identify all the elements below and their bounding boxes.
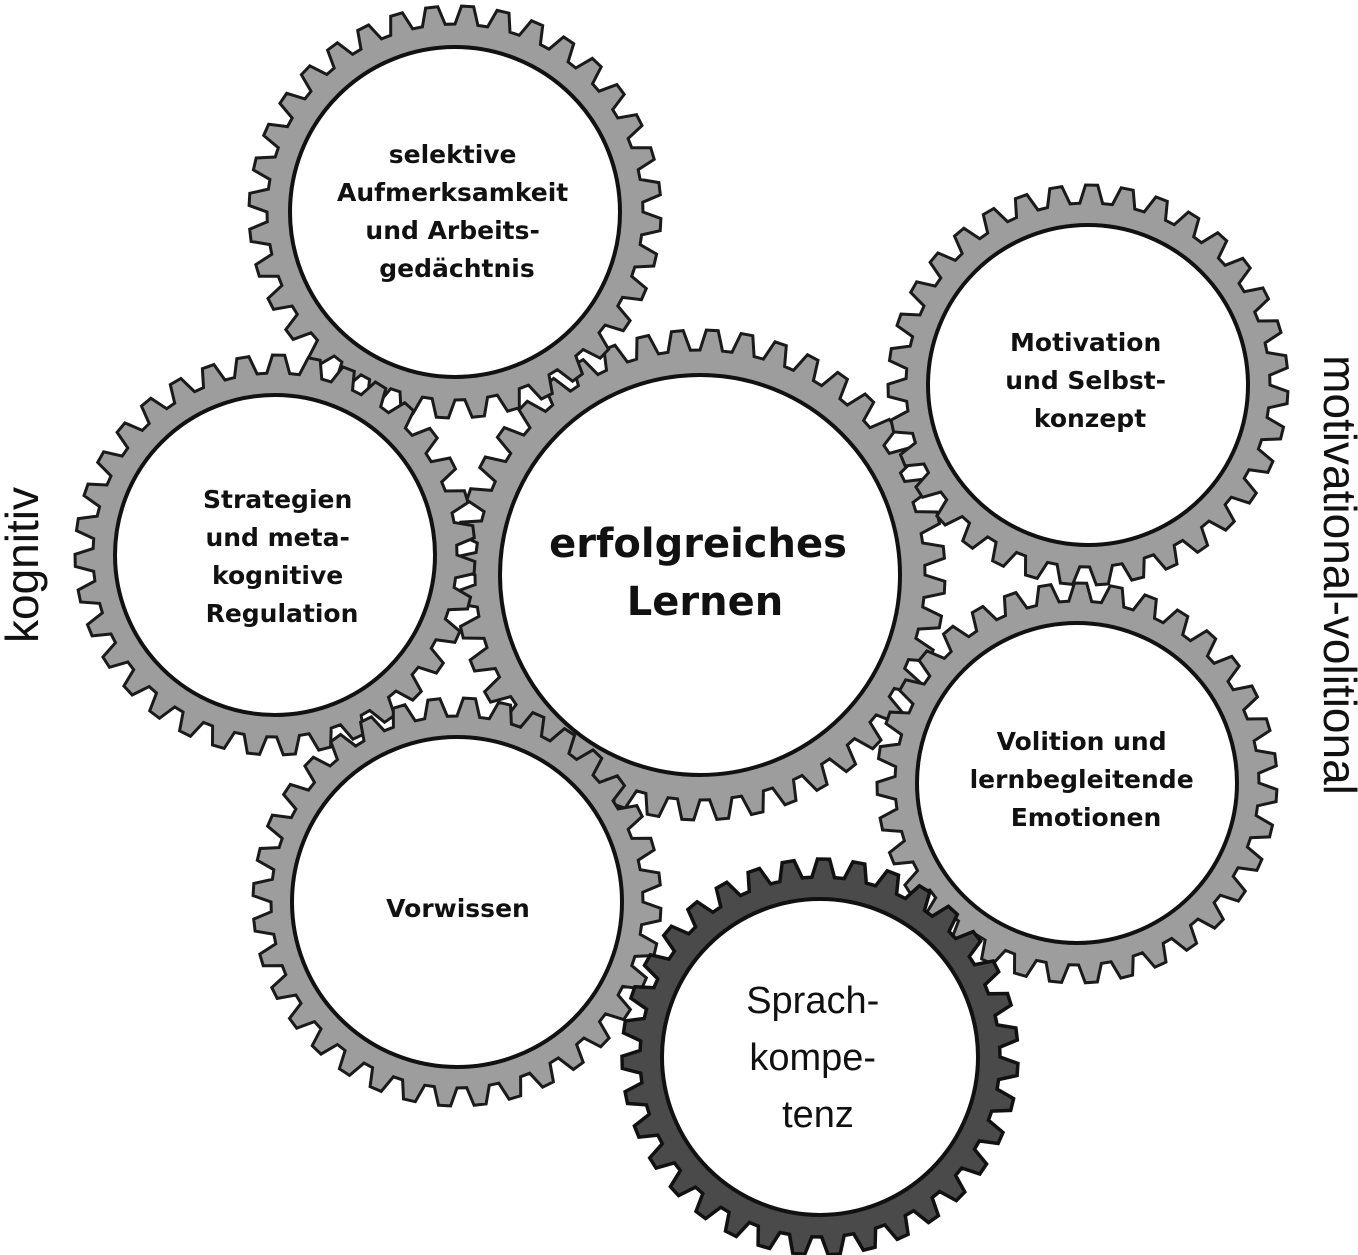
strategien-label-line: kognitive: [212, 561, 343, 590]
center-label-line: Lernen: [627, 579, 783, 625]
gear-face-motivation: [926, 223, 1250, 547]
sprachkompetenz-label-line: Sprach-: [746, 980, 879, 1022]
volition-label: Volition und lernbegleitende Emotionen: [970, 727, 1203, 832]
aufmerksamkeit-label-line: und Arbeits-: [365, 216, 540, 245]
gear-face-strategien: [113, 393, 437, 717]
sprachkompetenz-label-line: tenz: [782, 1094, 854, 1136]
strategien-label-line: Regulation: [206, 599, 359, 628]
strategien-label: Strategien und meta- kognitive Regulatio…: [203, 485, 361, 628]
gear-face-vorwissen: [290, 735, 624, 1069]
center-label-line: erfolgreiches: [549, 521, 847, 567]
strategien-label-line: Strategien: [203, 485, 352, 514]
motivation-label-line: Motivation: [1010, 328, 1161, 357]
gear-face-center: [498, 373, 902, 777]
strategien-label-line: und meta-: [205, 523, 349, 552]
motivation-label-line: und Selbst-: [1005, 366, 1166, 395]
gear-volition: Volition und lernbegleitende Emotionen: [875, 581, 1279, 985]
center-label: erfolgreiches Lernen: [549, 521, 861, 625]
gear-face-volition: [915, 621, 1239, 945]
gear-strategien: Strategien und meta- kognitive Regulatio…: [73, 353, 477, 757]
volition-label-line: Emotionen: [1011, 803, 1162, 832]
vorwissen-label: Vorwissen: [386, 894, 530, 923]
vorwissen-label-line: Vorwissen: [386, 894, 530, 923]
aufmerksamkeit-label-line: gedächtnis: [379, 254, 534, 283]
motivation-label: Motivation und Selbst- konzept: [1005, 328, 1175, 433]
gear-face-aufmerksamkeit: [288, 45, 622, 379]
gear-vorwissen: Vorwissen: [251, 696, 663, 1108]
gear-sprachkompetenz: Sprach- kompe- tenz: [620, 857, 1020, 1255]
side-label-kognitiv: kognitiv: [0, 487, 48, 643]
gear-face-sprachkompetenz: [660, 897, 980, 1217]
aufmerksamkeit-label: selektive Aufmerksamkeit und Arbeits- ge…: [337, 140, 577, 283]
volition-label-line: lernbegleitende: [970, 765, 1194, 794]
volition-label-line: Volition und: [997, 727, 1167, 756]
gear-aufmerksamkeit: selektive Aufmerksamkeit und Arbeits- ge…: [247, 4, 663, 420]
side-label-motivational-volitional: motivational-volitional: [1314, 355, 1358, 795]
motivation-label-line: konzept: [1034, 404, 1146, 433]
gear-erfolgreiches-lernen: erfolgreiches Lernen: [453, 328, 947, 822]
sprachkompetenz-label-line: kompe-: [749, 1037, 876, 1079]
aufmerksamkeit-label-line: selektive: [389, 140, 517, 169]
aufmerksamkeit-label-line: Aufmerksamkeit: [337, 178, 568, 207]
gear-motivation: Motivation und Selbst- konzept: [886, 183, 1290, 587]
sprachkompetenz-label: Sprach- kompe- tenz: [746, 980, 890, 1136]
